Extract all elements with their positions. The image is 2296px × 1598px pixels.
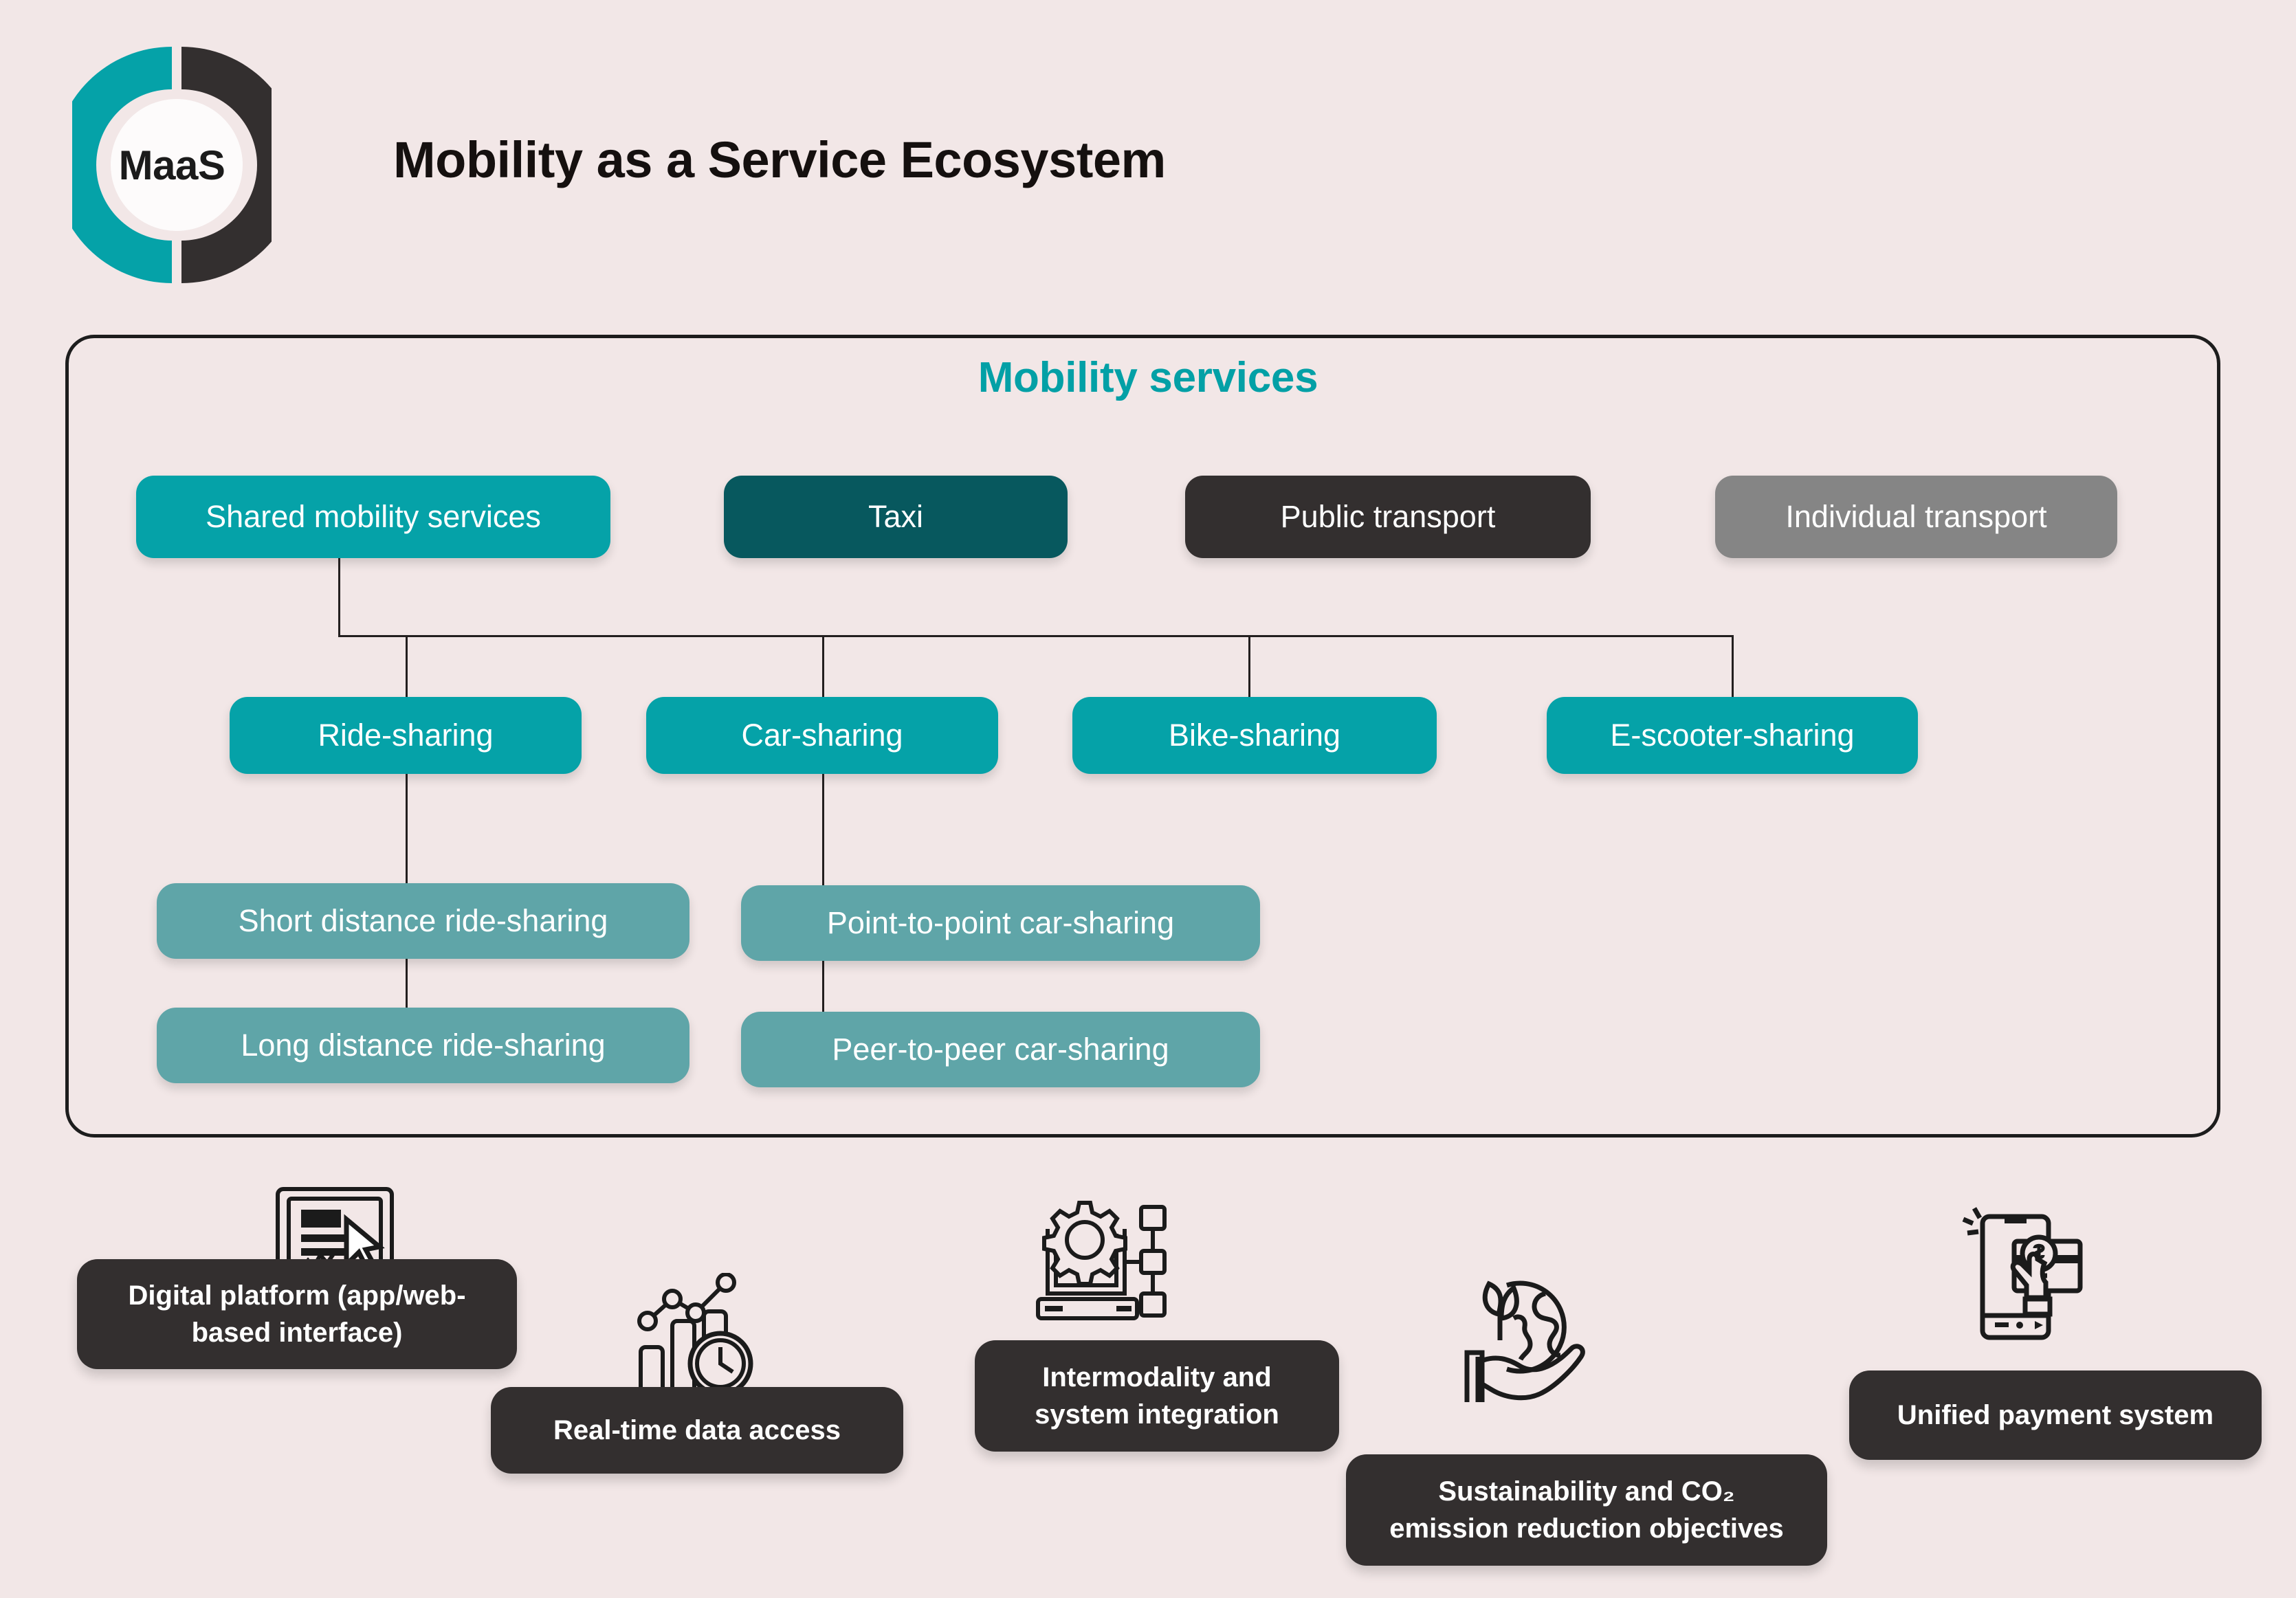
node-car-sharing[interactable]: Car-sharing: [646, 697, 998, 774]
connector-bus-to-car-sharing: [822, 635, 824, 704]
node-shared-mobility-services[interactable]: Shared mobility services: [136, 476, 610, 558]
feature-line-1: Sustainability and CO₂: [1438, 1476, 1735, 1507]
feature-line-2: emission reduction objectives: [1389, 1513, 1784, 1544]
feature-line-2: based interface): [191, 1318, 403, 1348]
feature-pill-intermodality[interactable]: Intermodality and system integration: [975, 1340, 1339, 1452]
feature-line-1: Real-time data access: [553, 1415, 841, 1445]
feature-line-1: Unified payment system: [1897, 1400, 2214, 1430]
node-taxi[interactable]: Taxi: [724, 476, 1068, 558]
panel-title: Mobility services: [978, 354, 1318, 401]
node-public-transport[interactable]: Public transport: [1185, 476, 1591, 558]
node-label: Peer-to-peer car-sharing: [832, 1032, 1169, 1067]
page-title: Mobility as a Service Ecosystem: [393, 131, 1166, 188]
mobility-services-panel: [65, 335, 2220, 1138]
node-label: Car-sharing: [741, 718, 903, 753]
node-long-distance-ride-sharing[interactable]: Long distance ride-sharing: [157, 1008, 689, 1083]
maas-logo-ring: [72, 47, 272, 283]
connector-bus-to-bike-sharing: [1248, 635, 1250, 704]
connector-bus-horizontal: [338, 635, 1734, 637]
node-label: Individual transport: [1785, 499, 2047, 535]
computer-gear-network-icon: [1031, 1197, 1175, 1328]
node-label: Public transport: [1280, 499, 1496, 535]
phone-card-tap-icon: [1959, 1204, 2083, 1342]
feature-pill-sustainability[interactable]: Sustainability and CO₂ emission reductio…: [1346, 1454, 1827, 1566]
node-label: E-scooter-sharing: [1610, 718, 1855, 753]
feature-line-2: system integration: [1035, 1399, 1279, 1430]
feature-pill-digital-platform[interactable]: Digital platform (app/web- based interfa…: [77, 1259, 517, 1369]
node-individual-transport[interactable]: Individual transport: [1715, 476, 2117, 558]
node-ride-sharing[interactable]: Ride-sharing: [230, 697, 582, 774]
maas-logo: MaaS: [72, 34, 272, 296]
feature-pill-unified-payment[interactable]: Unified payment system: [1849, 1370, 2262, 1460]
connector-bus-to-ride-sharing: [406, 635, 408, 704]
node-short-distance-ride-sharing[interactable]: Short distance ride-sharing: [157, 883, 689, 959]
node-label: Long distance ride-sharing: [241, 1028, 606, 1063]
node-bike-sharing[interactable]: Bike-sharing: [1072, 697, 1437, 774]
globe-leaf-hand-icon: [1464, 1265, 1595, 1402]
connector-bus-to-escooter-sharing: [1732, 635, 1734, 704]
node-label: Shared mobility services: [206, 499, 541, 535]
maas-logo-label: MaaS: [118, 142, 225, 188]
feature-pill-realtime-data[interactable]: Real-time data access: [491, 1387, 903, 1474]
node-label: Bike-sharing: [1168, 718, 1341, 753]
feature-line-1: Digital platform (app/web-: [128, 1280, 466, 1311]
node-label: Short distance ride-sharing: [238, 903, 608, 939]
node-label: Point-to-point car-sharing: [826, 905, 1175, 941]
node-label: Ride-sharing: [318, 718, 494, 753]
feature-line-1: Intermodality and: [1042, 1362, 1272, 1392]
node-label: Taxi: [868, 499, 924, 535]
node-peer-to-peer-car-sharing[interactable]: Peer-to-peer car-sharing: [741, 1012, 1260, 1087]
connector-shared-to-bus: [338, 558, 340, 636]
node-escooter-sharing[interactable]: E-scooter-sharing: [1547, 697, 1918, 774]
node-point-to-point-car-sharing[interactable]: Point-to-point car-sharing: [741, 885, 1260, 961]
bar-chart-clock-icon: [632, 1273, 763, 1403]
